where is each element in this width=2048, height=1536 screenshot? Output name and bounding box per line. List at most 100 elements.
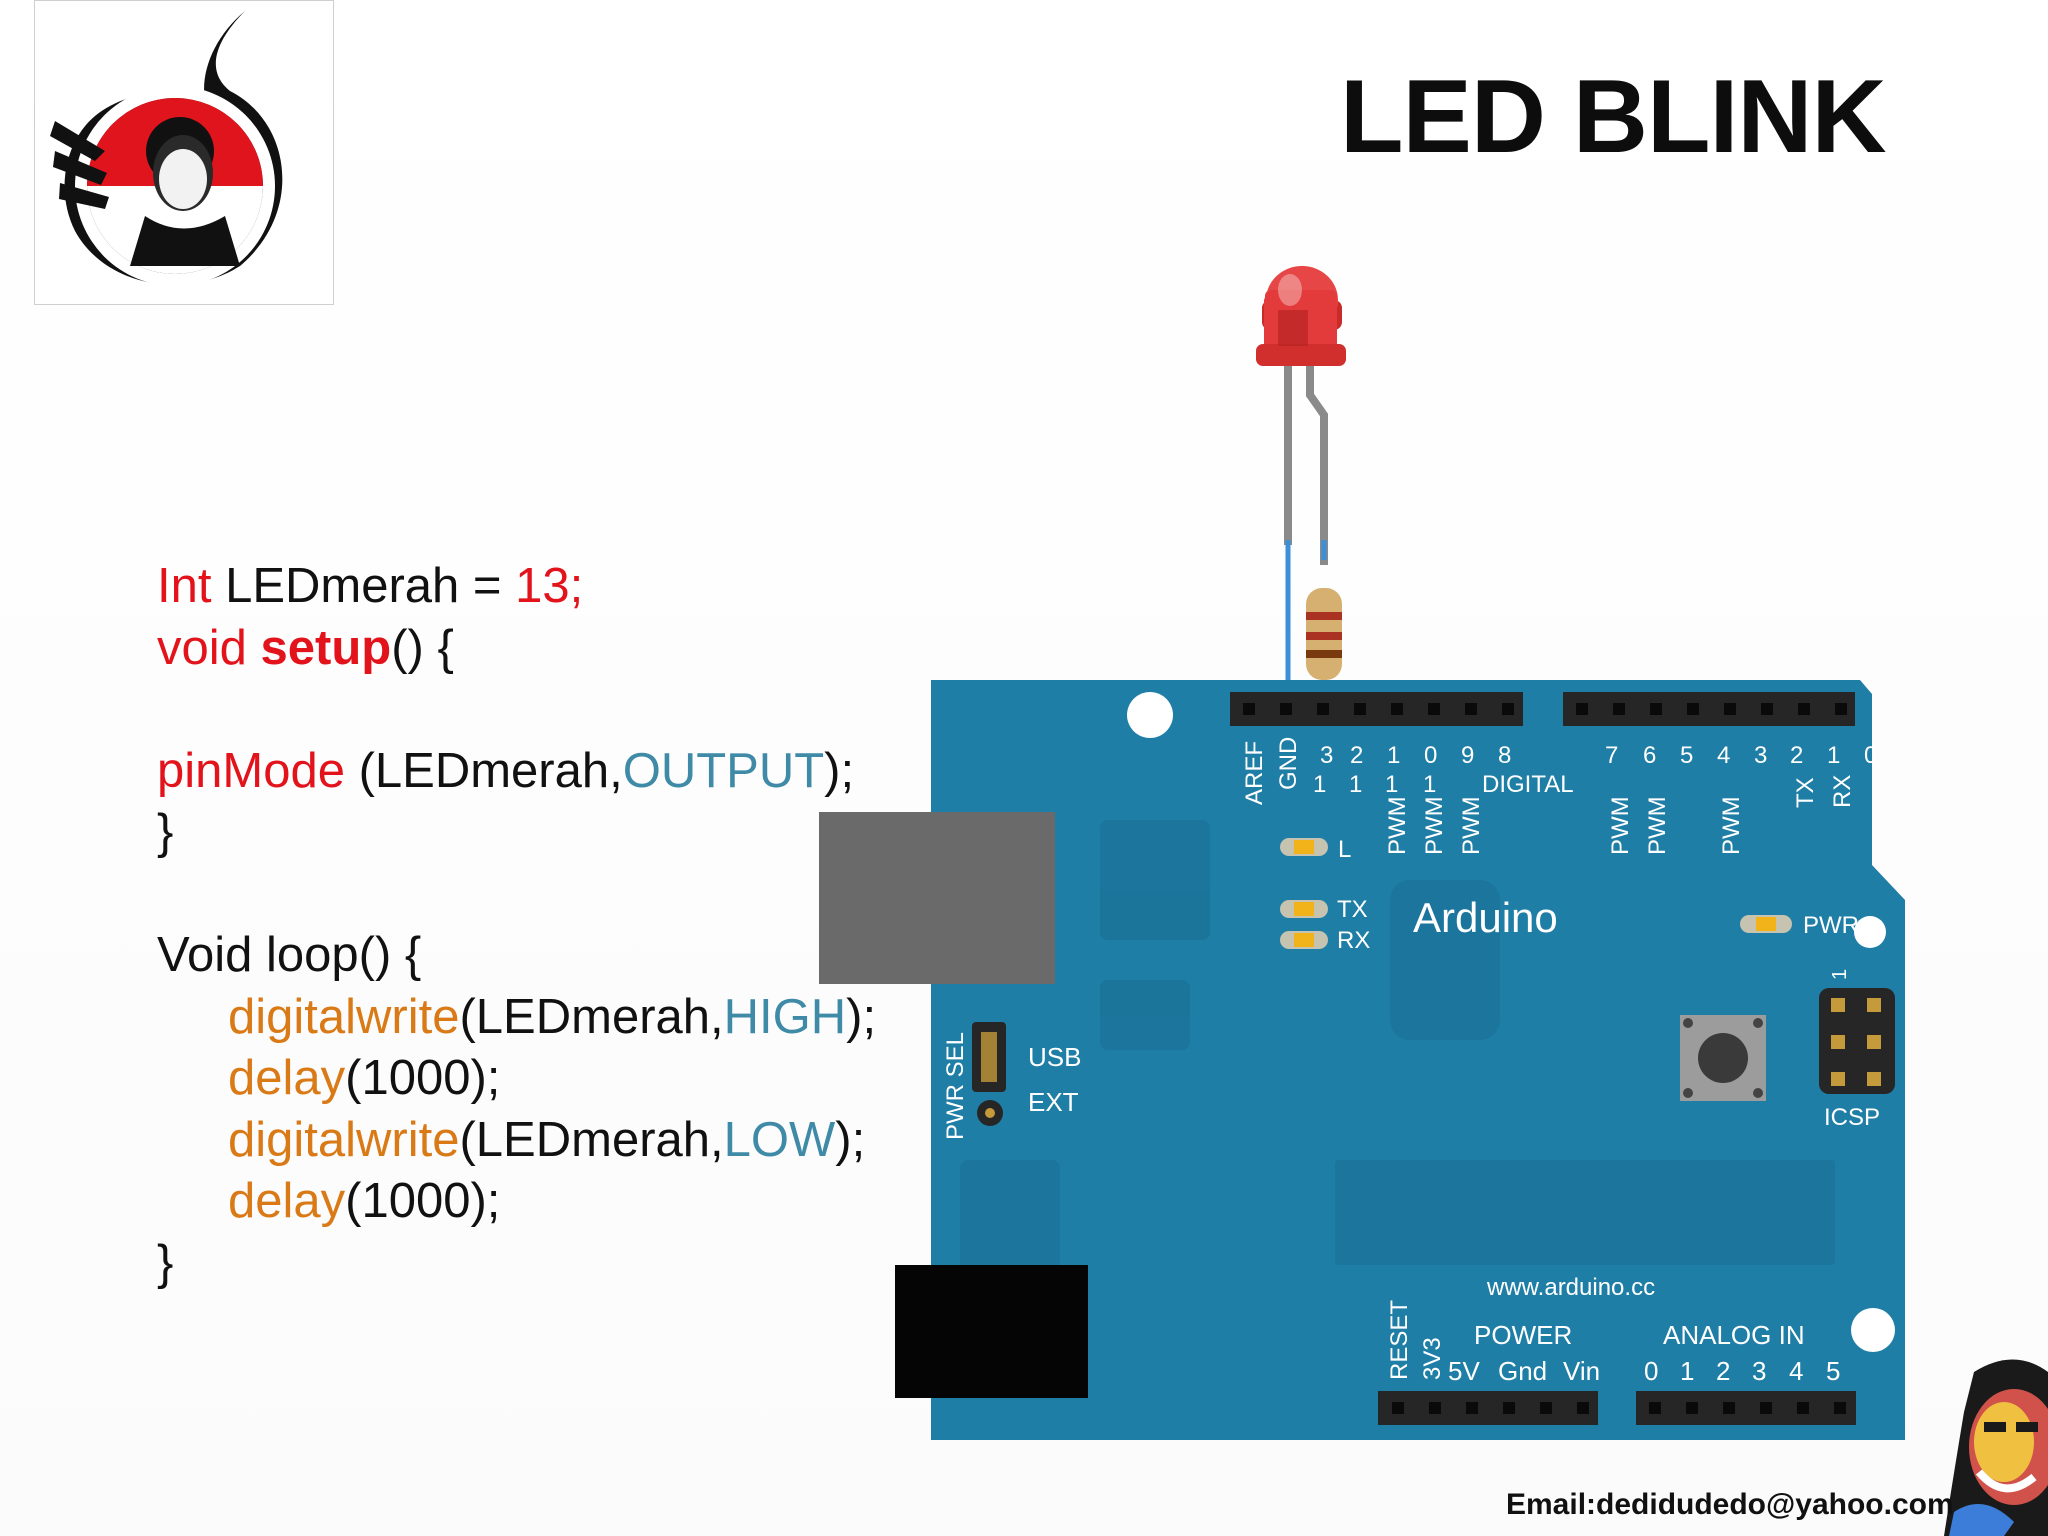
code-line: }	[157, 802, 876, 864]
header-pin	[1686, 1402, 1698, 1414]
label-led-l: L	[1338, 836, 1351, 863]
onboard-led-l	[1280, 838, 1328, 856]
label-5v: 5V	[1448, 1356, 1480, 1386]
code-text: (1000);	[345, 1174, 501, 1228]
code-text: }	[157, 805, 174, 859]
pin-label: 1	[1349, 771, 1362, 798]
analog-header	[1636, 1391, 1856, 1425]
code-function: pinMode	[157, 743, 345, 798]
label-reset: RESET	[1386, 1300, 1413, 1380]
onboard-led-pwr	[1740, 915, 1792, 933]
label-pwm: PWM	[1607, 796, 1634, 855]
code-text: );	[835, 1112, 866, 1167]
page-title: LED BLINK	[1340, 59, 1887, 175]
header-pin	[1797, 1402, 1809, 1414]
pin-label: 0	[1424, 742, 1437, 769]
code-text: );	[824, 743, 855, 798]
author-caricature-icon	[1944, 1359, 2048, 1536]
pin-label: 2	[1350, 742, 1363, 769]
mount-hole	[1854, 916, 1886, 948]
code-text: (LEDmerah,	[459, 1112, 724, 1167]
label-3v3: 3V3	[1419, 1337, 1446, 1380]
header-pin	[1576, 703, 1588, 715]
analog-pin-label: 0	[1644, 1356, 1658, 1386]
red-led	[1256, 266, 1346, 366]
code-line: Int LEDmerah = 13;	[157, 556, 876, 618]
code-text: (LEDmerah,	[459, 989, 724, 1044]
label-digital: DIGITAL	[1482, 771, 1574, 798]
label-usb: USB	[1028, 1042, 1081, 1072]
pin-label: 1	[1423, 771, 1436, 798]
code-function: delay	[228, 1051, 346, 1105]
label-rx: RX	[1829, 775, 1856, 808]
header-pin	[1503, 1402, 1515, 1414]
label-gnd: GND	[1275, 737, 1302, 790]
label-pwm: PWM	[1458, 796, 1485, 855]
label-pwm: PWM	[1718, 796, 1745, 855]
code-line: void setup() {	[157, 618, 876, 680]
digital-header-right	[1563, 692, 1855, 726]
code-text: }	[157, 1235, 174, 1290]
pin-label: 5	[1680, 742, 1693, 769]
logo-emblem-icon	[50, 11, 283, 286]
header-pin	[1465, 703, 1477, 715]
code-line: pinMode (LEDmerah,OUTPUT);	[157, 741, 876, 803]
label-icsp-pin1: 1	[1829, 969, 1851, 980]
label-tx: TX	[1792, 777, 1819, 808]
label-pwr: PWR	[1803, 912, 1859, 939]
analog-pin-label: 3	[1752, 1356, 1766, 1386]
code-function: digitalwrite	[228, 1112, 460, 1167]
header-pin	[1540, 1402, 1552, 1414]
onboard-led-rx	[1280, 931, 1328, 949]
pin-label: 1	[1827, 742, 1840, 769]
analog-pin-label: 4	[1789, 1356, 1803, 1386]
analog-pin-label: 2	[1716, 1356, 1730, 1386]
code-text: LEDmerah =	[211, 559, 516, 613]
header-pin	[1391, 703, 1403, 715]
header-pin	[1835, 703, 1847, 715]
code-constant: HIGH	[723, 989, 847, 1044]
url-label: www.arduino.cc	[1486, 1274, 1655, 1301]
pin-label: 7	[1605, 742, 1618, 769]
label-led-rx: RX	[1337, 927, 1370, 954]
code-text: () {	[391, 620, 454, 675]
code-text: (LEDmerah,	[344, 743, 623, 798]
onboard-led-tx	[1280, 900, 1328, 918]
header-pin	[1466, 1402, 1478, 1414]
label-aref: AREF	[1241, 741, 1268, 805]
header-pin	[1243, 703, 1255, 715]
code-function: digitalwrite	[228, 989, 460, 1044]
code-text: Void loop() {	[157, 928, 422, 982]
code-line: digitalwrite(LEDmerah,LOW);	[157, 1110, 876, 1172]
header-pin	[1650, 703, 1662, 715]
digital-header-left	[1230, 692, 1523, 726]
header-pin	[1798, 703, 1810, 715]
header-pin	[1428, 703, 1440, 715]
code-line: digitalwrite(LEDmerah,HIGH);	[157, 987, 876, 1049]
reset-button	[1680, 1015, 1766, 1101]
usb-connector	[819, 812, 1055, 984]
mount-hole	[1851, 1308, 1895, 1352]
code-keyword: Int	[157, 559, 212, 613]
label-vin: Vin	[1563, 1356, 1600, 1386]
analog-pin-label: 1	[1680, 1356, 1694, 1386]
code-block: Int LEDmerah = 13; void setup() { pinMod…	[157, 556, 876, 1294]
header-pin	[1429, 1402, 1441, 1414]
code-line: delay(1000);	[157, 1171, 876, 1233]
analog-pin-label: 5	[1826, 1356, 1840, 1386]
header-pin	[1834, 1402, 1846, 1414]
pin-label: 8	[1498, 742, 1511, 769]
board-body	[931, 680, 1905, 1440]
header-pin	[1760, 1402, 1772, 1414]
code-line: Void loop() {	[157, 925, 876, 987]
resistor	[1306, 588, 1342, 680]
power-jack	[895, 1265, 1088, 1398]
pin-label: 4	[1717, 742, 1730, 769]
code-text: (1000);	[345, 1051, 501, 1105]
code-number: 13;	[515, 559, 584, 613]
header-pin	[1280, 703, 1292, 715]
header-pin	[1723, 1402, 1735, 1414]
header-pin	[1649, 1402, 1661, 1414]
